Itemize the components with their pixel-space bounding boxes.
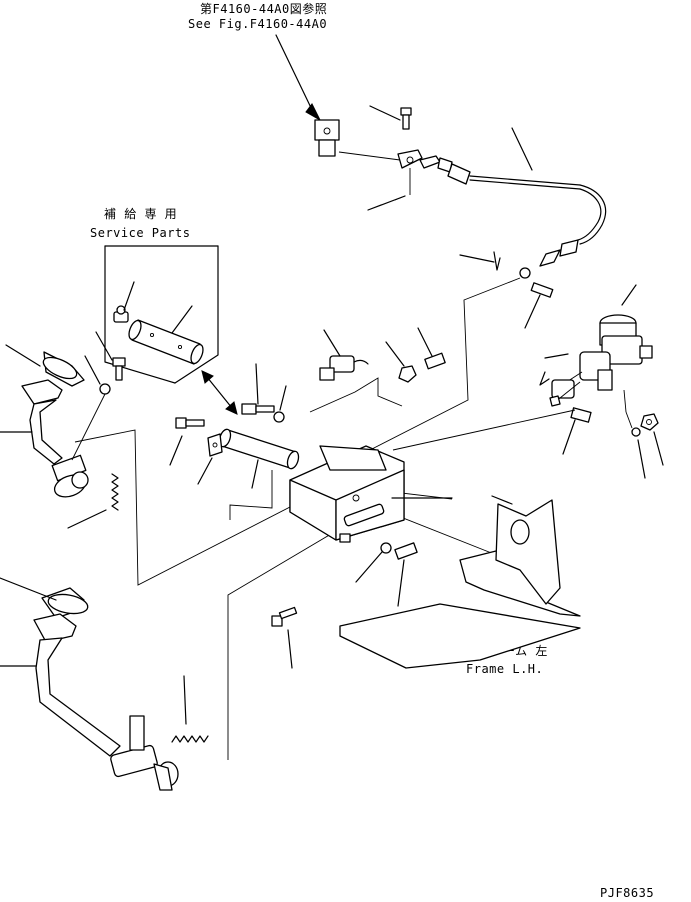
pivot-shaft: [218, 428, 300, 489]
service-parts-label-en: Service Parts: [90, 226, 190, 240]
spring-upper: [67, 473, 119, 529]
frame-label-en: Frame L.H.: [466, 662, 543, 676]
cable-bracket: [367, 149, 423, 211]
cable-clip: [459, 251, 501, 271]
bolt-nut-upper-pedal: [71, 331, 126, 461]
grease-fitting: [113, 281, 135, 323]
reference-arrow: [275, 34, 322, 122]
washer-nut-right: [623, 389, 664, 479]
spring-lower: [171, 675, 209, 743]
pedal-upper: [0, 344, 89, 498]
switch: [319, 329, 369, 381]
frame-lh: [339, 495, 581, 669]
reference-label-en: See Fig.F4160-44A0: [188, 17, 327, 31]
bolt-left: [169, 417, 205, 466]
reference-label-jp: 第F4160-44A0図参照: [200, 1, 327, 16]
bolt-cable-top: [369, 105, 412, 130]
bolt-master-cylinder: [562, 407, 592, 455]
cable-pin: [524, 282, 554, 329]
pedal-bracket: [289, 445, 453, 543]
nut-bolt-center: [385, 327, 446, 383]
master-cylinder-clip: [539, 353, 569, 386]
master-cylinder: [549, 284, 653, 407]
drawing-code: PJF8635: [600, 886, 654, 900]
pedal-lower: [0, 577, 179, 791]
bolt-pivot-top: [241, 363, 287, 423]
cable-yoke: [314, 119, 401, 161]
clutch-cable: [419, 127, 607, 279]
service-parts-label-jp: 補 給 専 用: [104, 207, 177, 221]
pivot-plate: [197, 433, 223, 485]
service-parts-frame: [104, 245, 219, 384]
bolt-lower-left: [271, 606, 298, 669]
service-shaft: [128, 305, 204, 365]
double-arrow: [201, 370, 238, 415]
washer-bolt-lower: [355, 542, 418, 607]
